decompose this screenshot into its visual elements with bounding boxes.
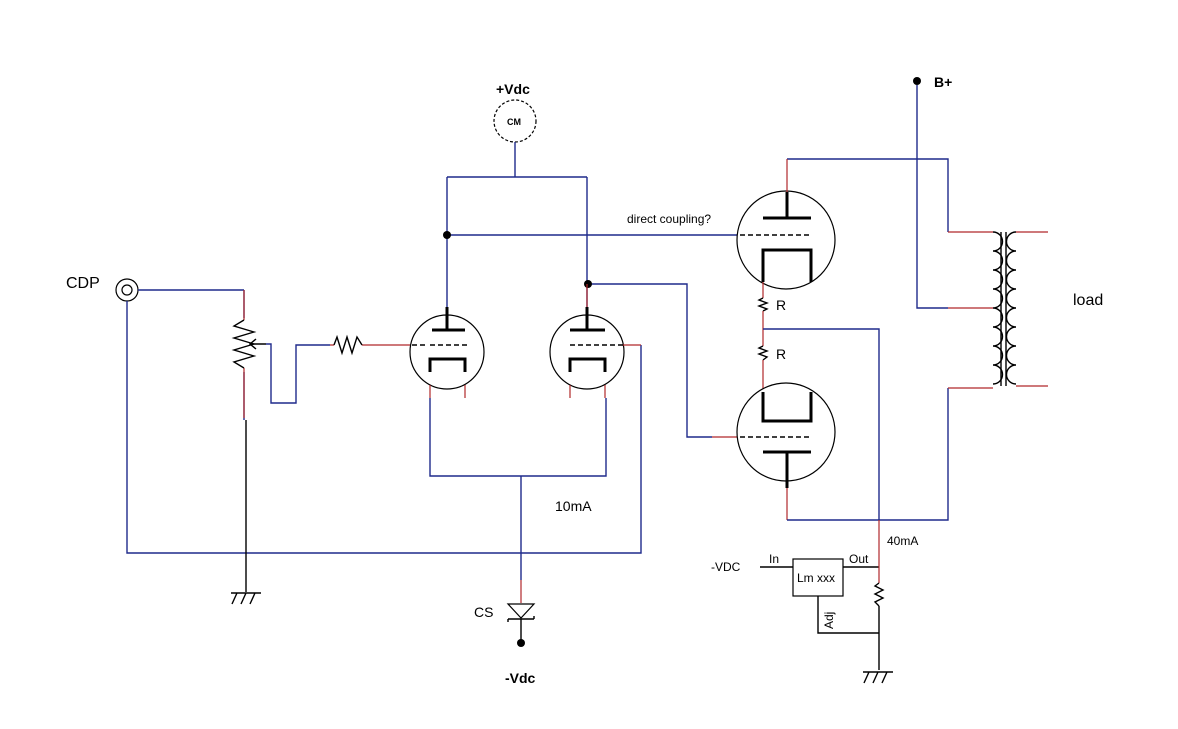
- b-plus-wire: [916, 85, 948, 309]
- input-wire: [138, 289, 245, 420]
- regulator-set-resistor: [873, 582, 885, 607]
- cathode-tail-wire: [429, 398, 607, 580]
- wiper-wire: [266, 343, 330, 404]
- b-plus-terminal: [913, 77, 921, 85]
- regulator-out-label: Out: [849, 552, 869, 566]
- resistor-r-upper: [757, 297, 769, 312]
- cdp-input-jack-center: [121, 284, 133, 296]
- cm-label: CM: [507, 117, 521, 127]
- current-10ma-label: 10mA: [555, 498, 592, 514]
- anode-to-grid-wire: [587, 283, 712, 438]
- r-lower-label: R: [776, 346, 786, 362]
- regulator-in-label: In: [769, 552, 779, 566]
- regulator-lm: [792, 558, 844, 597]
- ground-symbol: [863, 671, 893, 684]
- regulator-in-voltage-label: -VDC: [711, 560, 741, 574]
- regulator-wires: [760, 566, 879, 634]
- direct-coupling-label: direct coupling?: [627, 212, 711, 226]
- ground-symbol: [231, 592, 261, 605]
- output-tube-upper: [736, 158, 949, 298]
- triode-left: [409, 307, 485, 398]
- grid-resistor: [333, 334, 363, 356]
- ground-return-wire: [126, 301, 642, 554]
- output-midpoint-wire: [763, 328, 880, 520]
- output-transformer: [948, 231, 1048, 389]
- junction-dot: [584, 280, 592, 288]
- resistor-r-lower: [757, 345, 769, 361]
- minus-vdc-label: -Vdc: [505, 670, 536, 686]
- regulator-name-label: Lm xxx: [797, 571, 835, 585]
- b-plus-label: B+: [934, 74, 952, 90]
- triode-right: [549, 284, 641, 398]
- cm-feed-wire: [446, 142, 588, 312]
- cs-label: CS: [474, 604, 493, 620]
- pot-wiper-arrow: [248, 338, 266, 350]
- plus-vdc-label: +Vdc: [496, 81, 530, 97]
- r-upper-label: R: [776, 297, 786, 313]
- regulator-adj-label: Adj: [822, 612, 836, 629]
- minus-vdc-terminal: [517, 639, 525, 647]
- cdp-label: CDP: [66, 275, 100, 292]
- junction-dot: [443, 231, 451, 239]
- load-label: load: [1073, 292, 1103, 309]
- output-tube-lower: [736, 382, 949, 521]
- current-40ma-label: 40mA: [887, 534, 918, 548]
